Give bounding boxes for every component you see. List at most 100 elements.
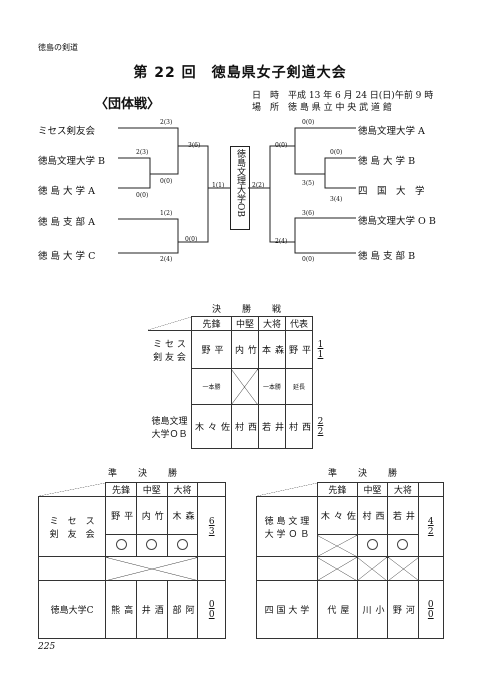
team-score: 6 3 [197, 496, 226, 557]
mark: 一本勝 [190, 368, 232, 405]
player: 小 川 [356, 580, 389, 639]
player: 西 村 [356, 496, 389, 535]
champion-box: 徳島文理大学OB [230, 146, 250, 230]
score: 0(0) [330, 149, 343, 156]
left-team-1: ミセス剣友会 [38, 126, 96, 137]
header-cell: 大将 [257, 316, 286, 331]
player: 阿 部 [166, 580, 199, 639]
semi-left-title: 準 決 勝 [108, 469, 184, 479]
header-cell: 先鋒 [105, 482, 137, 497]
header-cell: 中堅 [356, 482, 389, 497]
team-name: 徳 島 文 理 大 学 Ｏ Ｂ [256, 496, 318, 557]
cross-cell [387, 556, 419, 581]
page-number: 225 [38, 642, 56, 652]
cross-cell [230, 368, 259, 405]
subtitle: 〈団体戦〉 [95, 97, 161, 112]
team-name: 徳島文理 大学ＯＢ [151, 416, 188, 440]
place-label: 場 所 [252, 103, 280, 113]
header-cell: 大将 [387, 482, 419, 497]
circle-mark [367, 538, 378, 550]
header-cell: 中堅 [230, 316, 259, 331]
player: 森 本 [257, 330, 286, 369]
score: 2(3) [160, 119, 173, 126]
mark: 一本勝 [257, 368, 286, 405]
page-title: 第 22 回 徳島県女子剣道大会 [133, 65, 347, 81]
score: 0(0) [275, 142, 288, 149]
player: 平 野 [190, 330, 232, 369]
score: 0(0) [302, 119, 315, 126]
champion-name: 徳島文理大学OB [235, 149, 245, 217]
team-name: 四 国 大 学 [256, 580, 318, 639]
player: 竹 内 [230, 330, 259, 369]
circle-mark [115, 538, 127, 550]
right-team-5: 徳 島 支 部 B [358, 251, 416, 262]
score: 0(0) [185, 236, 198, 243]
team-name: ミ セ ス 剣 友 会 [37, 496, 107, 557]
player: 井 若 [387, 496, 419, 535]
semi-right-table: 先鋒 中堅 大将 徳 島 文 理 大 学 Ｏ Ｂ 佐 々 木 西 村 井 若 4… [256, 482, 445, 639]
score: 0(0) [136, 192, 149, 199]
team-name: 徳島大学C [37, 580, 107, 639]
player: 高 熊 [105, 580, 137, 639]
semi-right-title: 準 決 勝 [328, 469, 404, 479]
circle-mark [146, 538, 158, 550]
left-team-5: 徳 島 大 学 C [38, 251, 96, 262]
right-team-4: 徳島文理大学 O B [358, 216, 436, 227]
score: 1(1) [212, 182, 225, 189]
player: 井 若 [257, 404, 286, 449]
score: 0(0) [302, 256, 315, 263]
team-name: ミ セ ス 剣 友 会 [153, 339, 186, 363]
team-score: 0 0 [417, 580, 445, 639]
team-score: 2 2 [317, 416, 324, 437]
final-title: 決 勝 戦 [212, 305, 288, 315]
score: 3(6) [302, 210, 315, 217]
date-label: 日 時 [252, 91, 280, 101]
header-cell: 代表 [284, 316, 313, 331]
player: 森 木 [166, 496, 199, 535]
right-team-3: 四 国 大 学 [358, 186, 425, 197]
place-value: 徳 島 県 立 中 央 武 道 館 [288, 103, 392, 113]
score: 3(5) [302, 180, 315, 187]
circle-mark [397, 538, 409, 550]
cross-cell [316, 534, 358, 557]
score: 3(4) [330, 196, 343, 203]
header-tag: 徳島の剣道 [38, 43, 78, 52]
header-cell: 先鋒 [190, 316, 232, 331]
player: 竹 内 [135, 496, 168, 535]
left-team-4: 徳 島 支 部 A [38, 217, 95, 228]
team-score: 0 0 [197, 580, 226, 639]
score: 2(4) [275, 238, 288, 245]
team-score: 1 1 [317, 339, 324, 360]
left-team-2: 徳島文理大学 B [38, 156, 106, 167]
right-team-2: 徳 島 大 学 B [358, 156, 416, 167]
player: 西 村 [230, 404, 259, 449]
score: 2(3) [136, 149, 149, 156]
right-team-1: 徳島文理大学 A [358, 126, 425, 137]
header-cell: 中堅 [135, 482, 168, 497]
player: 屋 代 [316, 580, 358, 639]
score: 1(2) [160, 210, 173, 217]
corner-cell [38, 482, 107, 497]
score: 2(2) [252, 182, 265, 189]
player: 平 野 [105, 496, 137, 535]
score: 0(0) [160, 178, 173, 185]
left-team-3: 徳 島 大 学 A [38, 186, 95, 197]
mark: 延長 [284, 368, 313, 405]
corner-cell [256, 482, 318, 497]
cross-cell [316, 556, 358, 581]
player: 酒 井 [135, 580, 168, 639]
score: 3(6) [188, 142, 201, 149]
player: 佐 々 木 [190, 404, 232, 449]
header-cell: 大将 [166, 482, 199, 497]
circle-mark [177, 538, 189, 550]
semi-left-table: 先鋒 中堅 大将 ミ セ ス 剣 友 会 平 野 竹 内 森 木 6 3 徳島大… [37, 482, 226, 639]
cross-cell [356, 556, 389, 581]
header-cell: 先鋒 [316, 482, 358, 497]
cross-cell [105, 556, 199, 581]
score: 2(4) [160, 256, 173, 263]
player: 西 村 [284, 404, 313, 449]
corner-cell [148, 316, 192, 331]
final-table: 先鋒 中堅 大将 代表 ミ セ ス 剣 友 会 平 野 竹 内 森 本 平 野 … [148, 316, 328, 449]
date-value: 平成 13 年 6 月 24 日(日)午前 9 時 [288, 91, 434, 101]
